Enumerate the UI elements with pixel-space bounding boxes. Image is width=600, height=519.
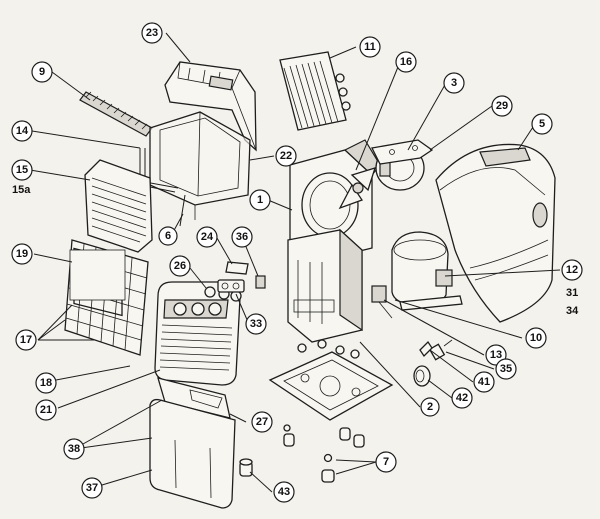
svg-text:11: 11 (364, 41, 376, 53)
callout-42: 42 (451, 387, 473, 409)
svg-text:3: 3 (451, 77, 457, 89)
svg-text:7: 7 (383, 456, 389, 468)
callout-24: 24 (196, 226, 218, 248)
part-7-casters (283, 424, 365, 483)
svg-text:23: 23 (146, 27, 158, 39)
part-23-top-cover (164, 61, 257, 152)
callout-41: 41 (473, 371, 495, 393)
callout-6: 6 (158, 226, 178, 246)
part-6-drain-hose (179, 194, 186, 227)
part-29-motor-bracket (371, 139, 434, 165)
label-34: 34 (566, 305, 579, 317)
callout-1: 1 (249, 189, 271, 211)
svg-text:41: 41 (478, 376, 490, 388)
svg-text:18: 18 (40, 377, 52, 389)
part-5-rear-cover (435, 143, 556, 323)
part-base-tray (268, 351, 394, 421)
svg-text:14: 14 (16, 125, 29, 137)
callout-23: 23 (141, 22, 163, 44)
callout-16: 16 (395, 51, 417, 73)
part-24-control-board (225, 261, 249, 275)
svg-text:37: 37 (86, 482, 98, 494)
part-42-filter-drier (413, 365, 431, 387)
svg-text:2: 2 (427, 401, 433, 413)
svg-text:17: 17 (20, 334, 32, 346)
part-37-bucket (149, 398, 236, 509)
callout-12: 12 (561, 259, 583, 281)
callout-7: 7 (375, 451, 397, 473)
part-21-front-panel (154, 281, 241, 386)
part-16-fan-blade (338, 167, 376, 210)
label-15a: 15a (12, 184, 31, 196)
svg-text:19: 19 (16, 248, 28, 260)
part-22-filter-frame (149, 111, 251, 220)
callout-27: 27 (251, 411, 273, 433)
svg-text:1: 1 (257, 194, 263, 206)
svg-text:6: 6 (165, 230, 171, 242)
label-31: 31 (566, 287, 578, 299)
svg-text:36: 36 (236, 231, 248, 243)
svg-text:24: 24 (201, 231, 214, 243)
svg-text:33: 33 (250, 318, 262, 330)
svg-text:26: 26 (174, 260, 186, 272)
callout-3: 3 (443, 72, 465, 94)
svg-text:12: 12 (566, 264, 578, 276)
part-12-compressor (391, 231, 463, 311)
svg-text:15: 15 (16, 164, 28, 176)
svg-text:27: 27 (256, 416, 268, 428)
svg-text:35: 35 (500, 363, 512, 375)
callout-17: 17 (15, 329, 37, 351)
part-19-filter-panel (64, 239, 149, 356)
callout-35: 35 (495, 358, 517, 380)
callout-18: 18 (35, 372, 57, 394)
callout-43: 43 (273, 481, 295, 503)
callout-29: 29 (491, 95, 513, 117)
part-13-capacitor (371, 285, 393, 319)
callout-37: 37 (81, 477, 103, 499)
part-1-fan-housing (289, 139, 381, 263)
callout-26: 26 (169, 255, 191, 277)
callout-5: 5 (531, 113, 553, 135)
callout-11: 11 (359, 36, 381, 58)
svg-text:5: 5 (539, 118, 545, 130)
part-35-sensor (428, 339, 453, 361)
callout-19: 19 (11, 243, 33, 265)
callout-22: 22 (275, 145, 297, 167)
part-2-chassis (287, 228, 363, 343)
callout-10: 10 (525, 327, 547, 349)
svg-text:13: 13 (490, 349, 502, 361)
part-9-grille (79, 91, 153, 137)
callout-38: 38 (63, 438, 85, 460)
part-43-float (239, 458, 253, 477)
part-41-clip (419, 340, 433, 358)
part-feet (297, 339, 360, 359)
svg-text:9: 9 (39, 66, 45, 78)
callout-21: 21 (35, 399, 57, 421)
svg-text:16: 16 (400, 56, 412, 68)
part-15-coil (84, 159, 153, 253)
callout-9: 9 (31, 61, 53, 83)
svg-text:21: 21 (40, 404, 52, 416)
svg-text:29: 29 (496, 100, 508, 112)
part-36-small-board (255, 275, 266, 289)
callout-2: 2 (420, 397, 440, 417)
callout-36: 36 (231, 226, 253, 248)
callout-14: 14 (11, 120, 33, 142)
svg-text:43: 43 (278, 486, 290, 498)
part-11-condenser (279, 51, 351, 131)
svg-text:10: 10 (530, 332, 542, 344)
part-33-switch-plate (217, 279, 245, 293)
svg-text:38: 38 (68, 443, 80, 455)
callout-33: 33 (245, 313, 267, 335)
callout-15: 15 (11, 159, 33, 181)
svg-text:42: 42 (456, 392, 468, 404)
svg-text:22: 22 (280, 150, 292, 162)
